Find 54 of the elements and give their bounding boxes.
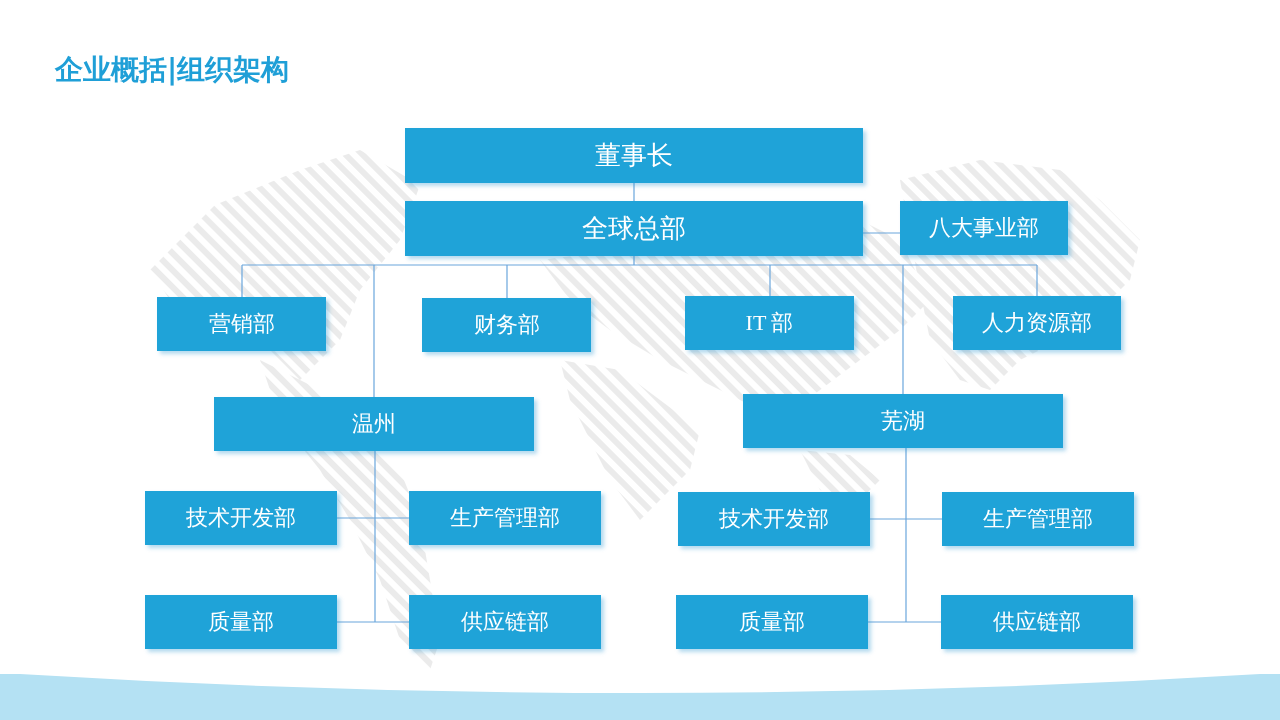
connector-line (1036, 264, 1038, 297)
connector-line (336, 621, 376, 623)
org-unit-box (157, 297, 326, 351)
org-unit-box (685, 296, 854, 350)
org-unit-box (743, 394, 1063, 448)
org-unit-box (214, 397, 534, 451)
unit-name: 生产管理部 (983, 505, 1093, 533)
org-unit-box (422, 298, 591, 352)
org-unit-box (145, 595, 337, 649)
connector-line (633, 182, 635, 202)
unit-name: 温州 (352, 410, 396, 438)
org-unit-box (405, 128, 863, 183)
org-unit-box (676, 595, 868, 649)
connector-line (905, 518, 943, 520)
org-unit-box (409, 595, 601, 649)
connector-line (374, 450, 376, 623)
unit-name: 芜湖 (881, 407, 925, 435)
unit-name: 八大事业部 (929, 214, 1039, 242)
connector-line (336, 517, 376, 519)
unit-name: 技术开发部 (719, 505, 829, 533)
unit-name: 人力资源部 (982, 309, 1092, 337)
connector-line (862, 232, 901, 234)
org-unit-box (941, 595, 1133, 649)
unit-name: 财务部 (473, 311, 540, 339)
org-unit-box (409, 491, 601, 545)
org-unit-box (405, 201, 863, 256)
connector-line (905, 621, 942, 623)
connector-line (506, 264, 508, 299)
org-unit-box (942, 492, 1134, 546)
unit-name: 营销部 (208, 310, 275, 338)
org-unit-box (145, 491, 337, 545)
unit-name: 供应链部 (461, 608, 549, 636)
connector-line (869, 518, 907, 520)
unit-name: IT 部 (745, 309, 794, 337)
unit-name: 生产管理部 (450, 504, 560, 532)
unit-name: 全球总部 (582, 212, 686, 245)
connector-line (241, 264, 243, 298)
connector-line (241, 255, 1038, 266)
slide-title: 企业概括|组织架构 (55, 52, 290, 88)
connector-line (867, 621, 907, 623)
connector-line (373, 264, 375, 398)
unit-name: 质量部 (739, 608, 805, 636)
connector-line (769, 264, 771, 297)
connector-line (902, 264, 904, 395)
unit-name: 技术开发部 (186, 504, 296, 532)
connector-line (905, 447, 907, 623)
org-unit-box (678, 492, 870, 546)
connector-line (374, 517, 410, 519)
unit-name: 供应链部 (993, 608, 1081, 636)
connector-line (374, 621, 410, 623)
unit-name: 董事长 (595, 139, 673, 172)
org-unit-box (953, 296, 1121, 350)
unit-name: 质量部 (208, 608, 274, 636)
org-unit-box (900, 201, 1068, 255)
